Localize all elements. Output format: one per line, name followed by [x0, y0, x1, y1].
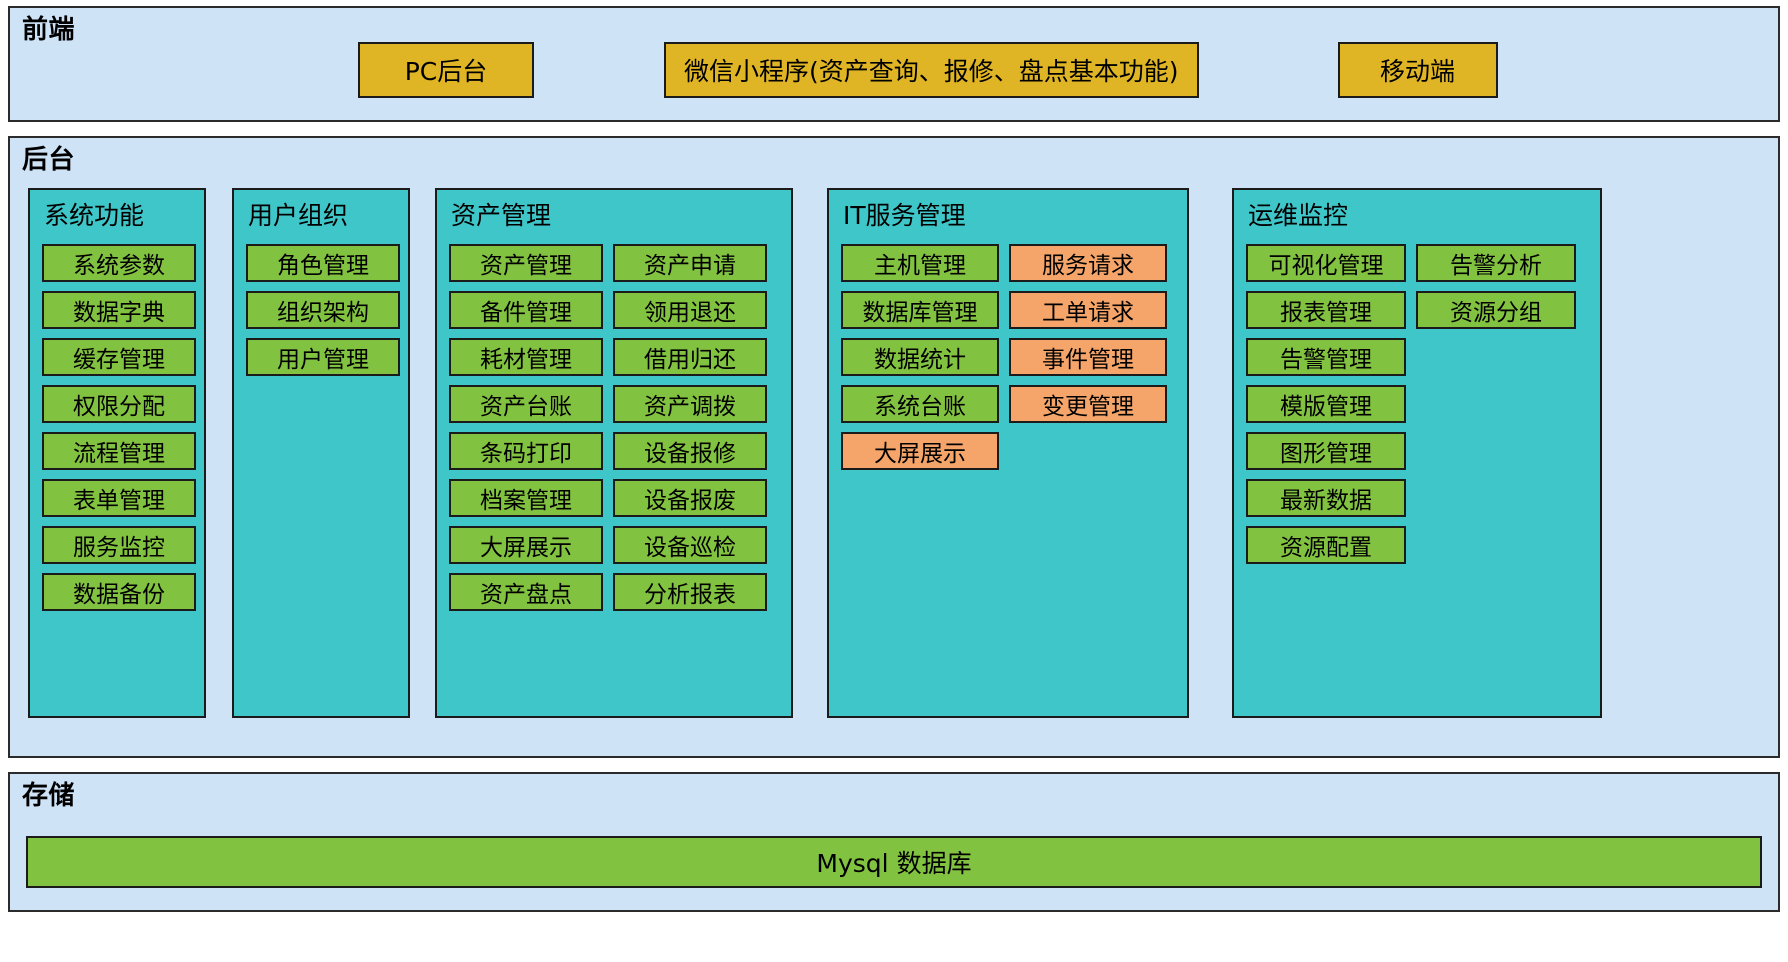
module-chip-data-statistics[interactable]: 数据统计	[841, 337, 999, 376]
module-chip-visualization-management[interactable]: 可视化管理	[1246, 243, 1406, 282]
group-column: 主机管理 数据库管理 数据统计 系统台账 大屏展示	[841, 243, 999, 470]
module-chip-asset-inventory[interactable]: 资产盘点	[449, 572, 603, 611]
backend-group-it-service-management: IT服务管理 主机管理 数据库管理 数据统计 系统台账 大屏展示 服务请求 工单…	[827, 188, 1189, 718]
group-title: 用户组织	[248, 201, 349, 230]
module-chip-alarm-analysis[interactable]: 告警分析	[1416, 243, 1576, 282]
module-chip-form-management[interactable]: 表单管理	[42, 478, 196, 517]
module-chip-requisition-return[interactable]: 领用退还	[613, 290, 767, 329]
storage-database-label: Mysql 数据库	[816, 849, 972, 878]
group-column: 资产申请 领用退还 借用归还 资产调拨 设备报修 设备报废 设备巡检 分析报表	[613, 243, 767, 611]
group-column: 服务请求 工单请求 事件管理 变更管理	[1009, 243, 1167, 423]
module-chip-resource-config[interactable]: 资源配置	[1246, 525, 1406, 564]
group-title: IT服务管理	[843, 201, 966, 230]
backend-group-system-functions: 系统功能 系统参数 数据字典 缓存管理 权限分配 流程管理 表单管理 服务监控 …	[28, 188, 206, 718]
module-chip-analysis-report[interactable]: 分析报表	[613, 572, 767, 611]
module-chip-bigscreen-display[interactable]: 大屏展示	[449, 525, 603, 564]
group-column: 系统参数 数据字典 缓存管理 权限分配 流程管理 表单管理 服务监控 数据备份	[42, 243, 196, 611]
storage-layer: 存储 Mysql 数据库	[8, 772, 1780, 912]
backend-group-user-organization: 用户组织 角色管理 组织架构 用户管理	[232, 188, 410, 718]
backend-group-asset-management: 资产管理 资产管理 备件管理 耗材管理 资产台账 条码打印 档案管理 大屏展示 …	[435, 188, 793, 718]
module-chip-spare-parts[interactable]: 备件管理	[449, 290, 603, 329]
backend-layer: 后台 系统功能 系统参数 数据字典 缓存管理 权限分配 流程管理 表单管理 服务…	[8, 136, 1780, 758]
group-column: 角色管理 组织架构 用户管理	[246, 243, 400, 376]
module-chip-asset-transfer[interactable]: 资产调拨	[613, 384, 767, 423]
module-chip-permission-allocation[interactable]: 权限分配	[42, 384, 196, 423]
module-chip-latest-data[interactable]: 最新数据	[1246, 478, 1406, 517]
storage-database-bar[interactable]: Mysql 数据库	[26, 836, 1762, 888]
module-chip-asset-management[interactable]: 资产管理	[449, 243, 603, 282]
module-chip-system-params[interactable]: 系统参数	[42, 243, 196, 282]
module-chip-equipment-repair[interactable]: 设备报修	[613, 431, 767, 470]
module-chip-report-management[interactable]: 报表管理	[1246, 290, 1406, 329]
module-chip-equipment-scrap[interactable]: 设备报废	[613, 478, 767, 517]
group-title: 系统功能	[44, 201, 145, 230]
module-chip-service-monitor[interactable]: 服务监控	[42, 525, 196, 564]
module-chip-org-structure[interactable]: 组织架构	[246, 290, 400, 329]
group-columns: 角色管理 组织架构 用户管理	[246, 243, 400, 376]
frontend-item-label: PC后台	[404, 57, 488, 86]
backend-layer-title: 后台	[22, 145, 76, 175]
group-column: 资产管理 备件管理 耗材管理 资产台账 条码打印 档案管理 大屏展示 资产盘点	[449, 243, 603, 611]
module-chip-cache-management[interactable]: 缓存管理	[42, 337, 196, 376]
module-chip-archive-management[interactable]: 档案管理	[449, 478, 603, 517]
group-columns: 系统参数 数据字典 缓存管理 权限分配 流程管理 表单管理 服务监控 数据备份	[42, 243, 196, 611]
module-chip-data-dictionary[interactable]: 数据字典	[42, 290, 196, 329]
group-title: 资产管理	[451, 201, 552, 230]
module-chip-change-management[interactable]: 变更管理	[1009, 384, 1167, 423]
module-chip-service-request[interactable]: 服务请求	[1009, 243, 1167, 282]
frontend-item-label: 微信小程序(资产查询、报修、盘点基本功能)	[684, 57, 1179, 86]
module-chip-host-management[interactable]: 主机管理	[841, 243, 999, 282]
frontend-item-pc-backend[interactable]: PC后台	[358, 42, 534, 98]
group-title: 运维监控	[1248, 201, 1349, 230]
module-chip-barcode-print[interactable]: 条码打印	[449, 431, 603, 470]
group-columns: 资产管理 备件管理 耗材管理 资产台账 条码打印 档案管理 大屏展示 资产盘点 …	[449, 243, 779, 611]
module-chip-alarm-management[interactable]: 告警管理	[1246, 337, 1406, 376]
group-columns: 可视化管理 报表管理 告警管理 模版管理 图形管理 最新数据 资源配置 告警分析…	[1246, 243, 1588, 564]
module-chip-resource-grouping[interactable]: 资源分组	[1416, 290, 1576, 329]
module-chip-user-management[interactable]: 用户管理	[246, 337, 400, 376]
module-chip-consumables[interactable]: 耗材管理	[449, 337, 603, 376]
group-column: 可视化管理 报表管理 告警管理 模版管理 图形管理 最新数据 资源配置	[1246, 243, 1406, 564]
frontend-item-wechat-miniprogram[interactable]: 微信小程序(资产查询、报修、盘点基本功能)	[664, 42, 1199, 98]
module-chip-incident-management[interactable]: 事件管理	[1009, 337, 1167, 376]
group-column: 告警分析 资源分组	[1416, 243, 1576, 329]
module-chip-borrow-return[interactable]: 借用归还	[613, 337, 767, 376]
module-chip-system-ledger[interactable]: 系统台账	[841, 384, 999, 423]
frontend-layer-title: 前端	[22, 15, 76, 45]
module-chip-database-management[interactable]: 数据库管理	[841, 290, 999, 329]
storage-layer-title: 存储	[22, 781, 76, 811]
module-chip-template-management[interactable]: 模版管理	[1246, 384, 1406, 423]
module-chip-asset-application[interactable]: 资产申请	[613, 243, 767, 282]
module-chip-work-order-request[interactable]: 工单请求	[1009, 290, 1167, 329]
module-chip-graph-management[interactable]: 图形管理	[1246, 431, 1406, 470]
group-columns: 主机管理 数据库管理 数据统计 系统台账 大屏展示 服务请求 工单请求 事件管理…	[841, 243, 1175, 470]
module-chip-data-backup[interactable]: 数据备份	[42, 572, 196, 611]
module-chip-process-management[interactable]: 流程管理	[42, 431, 196, 470]
backend-group-ops-monitoring: 运维监控 可视化管理 报表管理 告警管理 模版管理 图形管理 最新数据 资源配置…	[1232, 188, 1602, 718]
frontend-items-row: PC后台 微信小程序(资产查询、报修、盘点基本功能) 移动端	[10, 42, 1778, 98]
module-chip-asset-ledger[interactable]: 资产台账	[449, 384, 603, 423]
backend-groups: 系统功能 系统参数 数据字典 缓存管理 权限分配 流程管理 表单管理 服务监控 …	[10, 188, 1778, 756]
frontend-layer: 前端 PC后台 微信小程序(资产查询、报修、盘点基本功能) 移动端	[8, 6, 1780, 122]
module-chip-equipment-inspection[interactable]: 设备巡检	[613, 525, 767, 564]
frontend-item-label: 移动端	[1380, 57, 1456, 86]
module-chip-role-management[interactable]: 角色管理	[246, 243, 400, 282]
module-chip-bigscreen-display-it[interactable]: 大屏展示	[841, 431, 999, 470]
frontend-item-mobile[interactable]: 移动端	[1337, 42, 1498, 98]
